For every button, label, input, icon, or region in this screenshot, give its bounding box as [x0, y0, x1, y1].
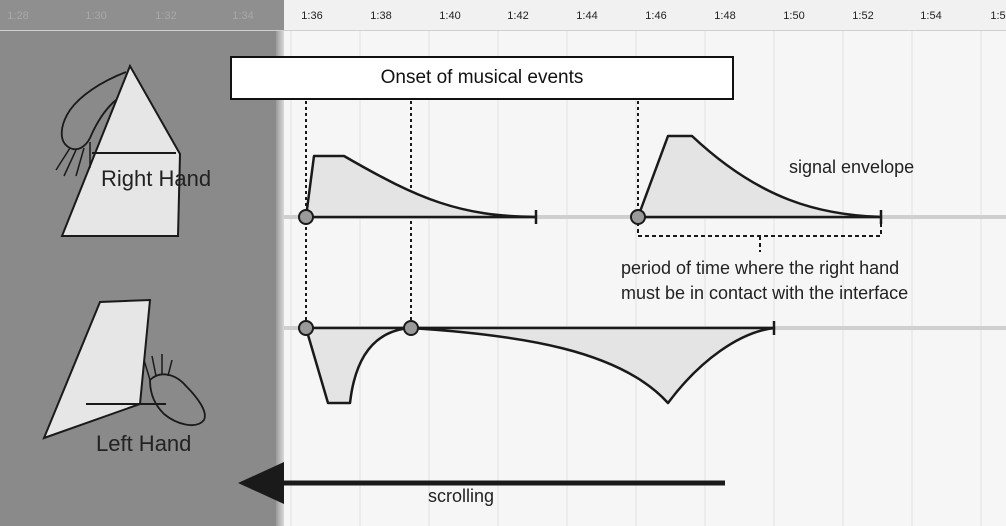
scrolling-label: scrolling — [428, 486, 495, 506]
ruler-tick: 1:5 — [990, 10, 1006, 22]
timeline-ruler: 1:28 1:30 1:32 1:34 1:36 1:38 1:40 1:42 … — [0, 0, 1006, 31]
ruler-tick: 1:42 — [507, 10, 529, 22]
ruler-tick: 1:46 — [645, 10, 667, 22]
onset-marker — [298, 209, 314, 225]
scrolling-arrow — [238, 462, 725, 504]
contact-period-label-line2: must be in contact with the interface — [621, 283, 909, 303]
ruler-tick: 1:40 — [439, 10, 461, 22]
right-envelope-2 — [636, 134, 883, 219]
panel-edge — [276, 0, 284, 526]
contact-period-bracket — [637, 222, 882, 252]
title-box: Onset of musical events — [230, 56, 734, 100]
left-envelope-1 — [304, 326, 413, 405]
title-text: Onset of musical events — [380, 67, 584, 88]
onset-marker — [298, 320, 314, 336]
right-hand-pad-icon — [55, 63, 182, 237]
ruler-tick: 1:30 — [85, 10, 107, 22]
left-hand-pad-icon — [42, 298, 206, 440]
left-hand-label: Left Hand — [96, 431, 192, 456]
onset-marker — [403, 320, 419, 336]
ruler-tick: 1:52 — [852, 10, 874, 22]
ruler-left-shaded — [0, 0, 284, 30]
onset-marker — [630, 209, 646, 225]
ruler-tick: 1:48 — [714, 10, 736, 22]
right-hand-label: Right Hand — [101, 166, 212, 191]
ruler-tick: 1:54 — [920, 10, 942, 22]
ruler-tick: 1:38 — [370, 10, 392, 22]
ruler-tick: 1:28 — [7, 10, 29, 22]
ruler-tick: 1:36 — [301, 10, 323, 22]
ruler-tick: 1:34 — [232, 10, 254, 22]
ruler-tick: 1:32 — [155, 10, 177, 22]
onset-markers — [298, 209, 646, 336]
onset-lines — [305, 101, 639, 328]
left-envelope-2 — [409, 326, 776, 405]
grid-lines — [290, 31, 982, 526]
right-envelope-1 — [304, 154, 537, 219]
ruler-tick: 1:50 — [783, 10, 805, 22]
signal-envelope-label: signal envelope — [789, 157, 915, 177]
ruler-tick: 1:44 — [576, 10, 598, 22]
contact-period-label-line1: period of time where the right hand — [621, 258, 900, 278]
